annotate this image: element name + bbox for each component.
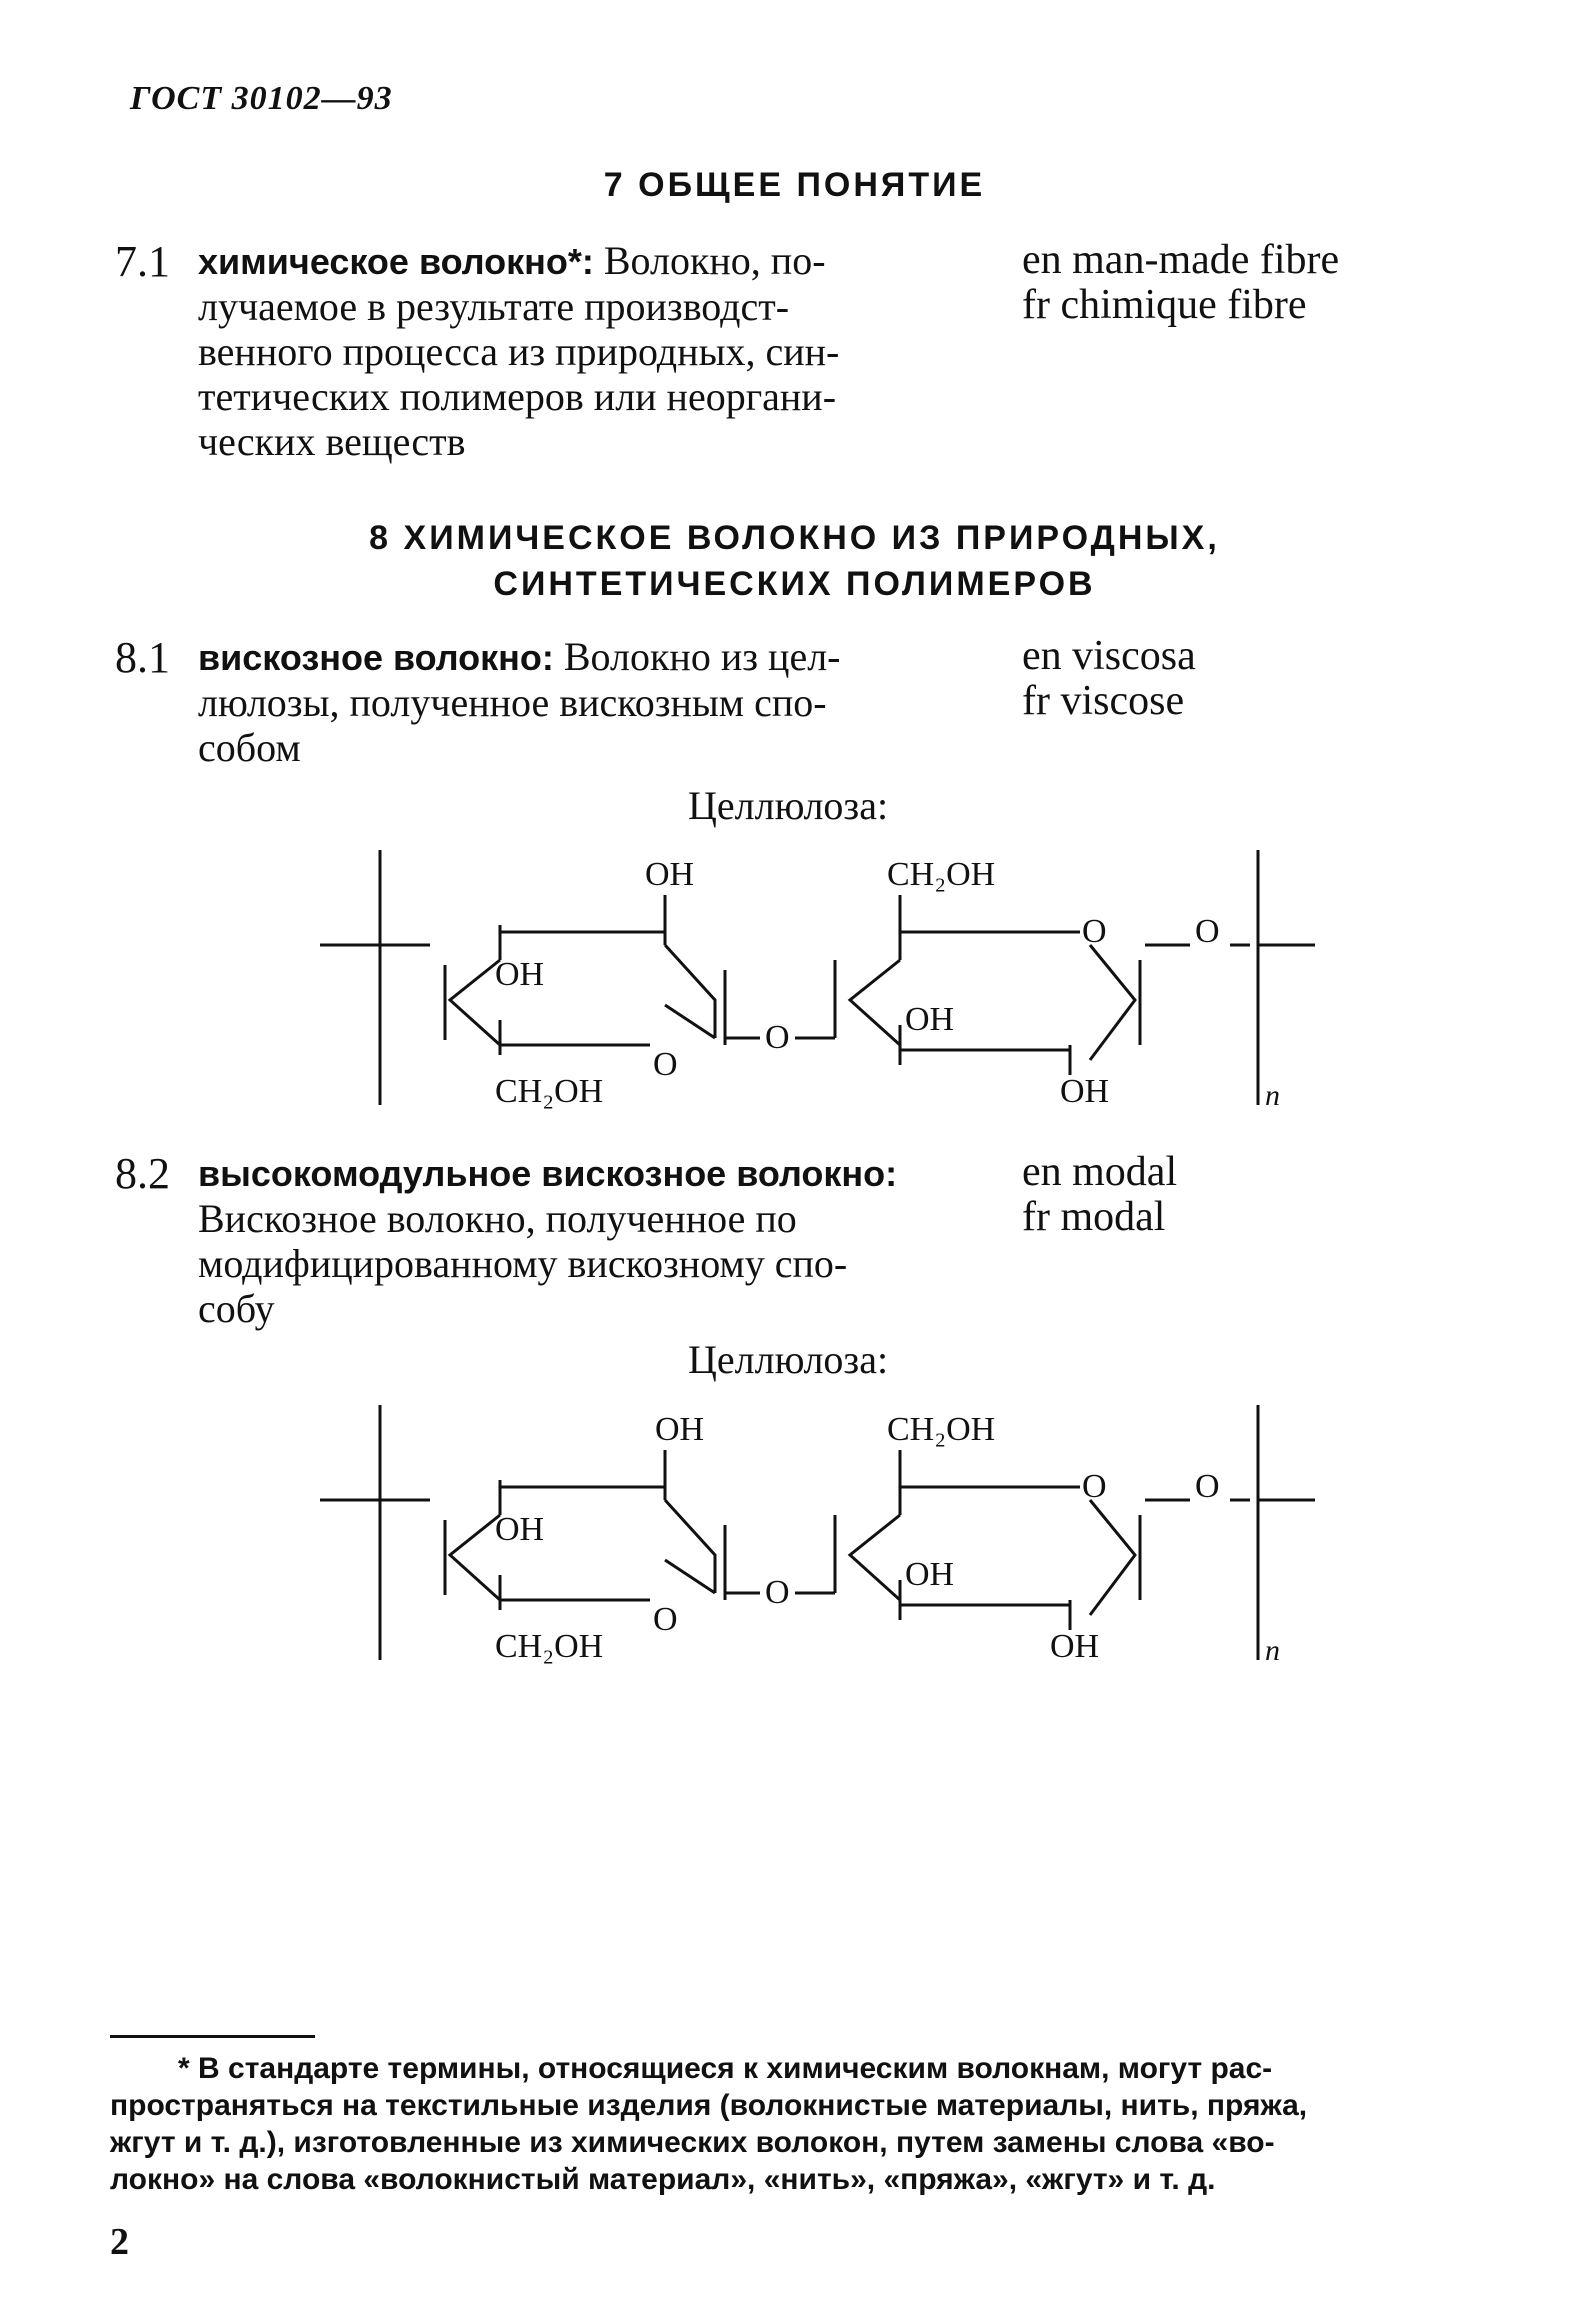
ring2-left-vertex xyxy=(847,1513,902,1602)
document-code: ГОСТ 30102—93 xyxy=(130,80,393,117)
section-8-title-line-1: 8 ХИМИЧЕСКОЕ ВОЛОКНО ИЗ ПРИРОДНЫХ, xyxy=(369,519,1220,557)
term-7-1-en: en man-made fibre xyxy=(1022,237,1340,283)
term-7-1-definition: химическое волокно*: Волокно, по- лучаем… xyxy=(198,238,1048,464)
ch2oh-top-label: CH₂OH xyxy=(887,1411,995,1448)
term-8-2-en: en modal xyxy=(1022,1149,1178,1195)
term-8-1-line-3: собом xyxy=(198,725,301,770)
term-8-2-line-3: модифицированному вискозному спо- xyxy=(198,1241,848,1286)
term-8-2-line-4: собу xyxy=(198,1286,275,1331)
term-8-2-equivalents: en modal fr modal xyxy=(1022,1150,1177,1240)
oh-bottom-label: OH xyxy=(1060,1073,1109,1110)
oh-ring1-label: OH xyxy=(495,956,544,993)
o-link-label: O xyxy=(765,1019,790,1056)
term-8-1-line-1: вискозное волокно: Волокно из цел- xyxy=(198,634,841,679)
ring1-right-vertex xyxy=(663,943,717,1038)
n-subscript: n xyxy=(1265,1634,1280,1667)
term-8-2-line-1: высокомодульное вискозное волокно: xyxy=(198,1150,1048,1196)
term-8-1-name: вискозное волокно: xyxy=(198,637,554,678)
formula-1-caption: Целлюлоза: xyxy=(688,783,889,828)
footnote-line-1: * В стандарте термины, относящиеся к хим… xyxy=(178,2052,1273,2085)
oh-ring2-label: OH xyxy=(905,1556,954,1593)
term-8-1-definition: вискозное волокно: Волокно из цел- люлоз… xyxy=(198,634,1048,770)
term-7-1-line-4: тетических полимеров или неоргани- xyxy=(198,374,837,419)
term-8-1-number: 8.1 xyxy=(115,633,170,682)
ring1-left-vertex xyxy=(447,1513,502,1602)
ch2oh-bottom-label: CH₂OH xyxy=(495,1628,603,1665)
term-8-1-en: en viscosa xyxy=(1022,633,1196,679)
term-8-1-equivalents: en viscosa fr viscose xyxy=(1022,634,1196,724)
o-ring2-label: O xyxy=(1082,1468,1107,1505)
ring1-right-vertex xyxy=(663,1498,717,1593)
o-link-label: O xyxy=(765,1574,790,1611)
o-ring1-label: O xyxy=(653,1046,678,1083)
term-8-2-number: 8.2 xyxy=(115,1149,170,1198)
term-7-1-equivalents: en man-made fibre fr chimique fibre xyxy=(1022,238,1339,328)
o-ring1-label: O xyxy=(653,1601,678,1638)
oh-ring2-label: OH xyxy=(905,1001,954,1038)
ring1-lower-right-edge xyxy=(664,1558,716,1595)
page-number: 2 xyxy=(110,2221,129,2263)
footnote-line-2: пространяться на текстильные изделия (во… xyxy=(110,2089,1308,2122)
term-7-1-line-5: ческих веществ xyxy=(198,419,466,464)
ring2-left-vertex xyxy=(847,958,902,1047)
term-8-2-line-2: Вискозное волокно, полученное по xyxy=(198,1196,797,1241)
footnote-rule xyxy=(110,2035,315,2038)
ch2oh-bottom-label: CH₂OH xyxy=(495,1073,603,1110)
term-8-2-definition: высокомодульное вискозное волокно: Виско… xyxy=(198,1150,1048,1331)
ring1-lower-right-edge xyxy=(664,1003,716,1040)
o-right-label: O xyxy=(1195,1468,1220,1505)
section-8-title: 8 ХИМИЧЕСКОЕ ВОЛОКНО ИЗ ПРИРОДНЫХ, СИНТЕ… xyxy=(0,515,1589,607)
formula-2-caption: Целлюлоза: xyxy=(688,1337,889,1382)
term-7-1-line-1: химическое волокно*: Волокно, по- xyxy=(198,238,826,283)
section-8-title-line-2: СИНТЕТИЧЕСКИХ ПОЛИМЕРОВ xyxy=(493,565,1096,603)
term-8-2-name: высокомодульное вискозное волокно: xyxy=(198,1153,898,1194)
o-ring2-label: O xyxy=(1082,913,1107,950)
cellulose-formula-2: OH CH₂OH OH O CH₂OH O O OH OH O n xyxy=(320,1405,1315,1667)
term-7-1-name: химическое волокно*: xyxy=(198,241,594,282)
oh-top-label: OH xyxy=(645,856,694,893)
ring2-right-vertex xyxy=(1088,944,1137,1061)
term-7-1-fr: fr chimique fibre xyxy=(1022,282,1307,328)
term-7-1-line-3: венного процесса из природных, син- xyxy=(198,329,840,374)
ring1-left-vertex xyxy=(447,958,502,1047)
footnote-line-3: жгут и т. д.), изготовленные из химическ… xyxy=(110,2126,1275,2159)
ch2oh-top-label: CH₂OH xyxy=(887,856,995,893)
term-8-1-line-2: люлозы, полученное вискозным спо- xyxy=(198,680,827,725)
term-8-1-fr: fr viscose xyxy=(1022,678,1185,724)
section-7-title: 7 ОБЩЕЕ ПОНЯТИЕ xyxy=(603,166,986,204)
cellulose-formula-1: OH CH₂OH OH O CH₂OH O O OH OH O n xyxy=(320,850,1315,1112)
oh-top-label: OH xyxy=(655,1411,704,1448)
term-7-1-line-2: лучаемое в результате производст- xyxy=(198,284,790,329)
oh-ring1-label: OH xyxy=(495,1511,544,1548)
oh-bottom-label: OH xyxy=(1050,1628,1099,1665)
term-8-2-fr: fr modal xyxy=(1022,1194,1166,1240)
term-7-1-number: 7.1 xyxy=(115,237,170,286)
footnote: * В стандарте термины, относящиеся к хим… xyxy=(110,2050,1490,2198)
footnote-line-4: локно» на слова «волокнистый материал», … xyxy=(110,2163,1216,2196)
o-right-label: O xyxy=(1195,913,1220,950)
n-subscript: n xyxy=(1265,1079,1280,1112)
ring2-right-vertex xyxy=(1088,1499,1137,1616)
